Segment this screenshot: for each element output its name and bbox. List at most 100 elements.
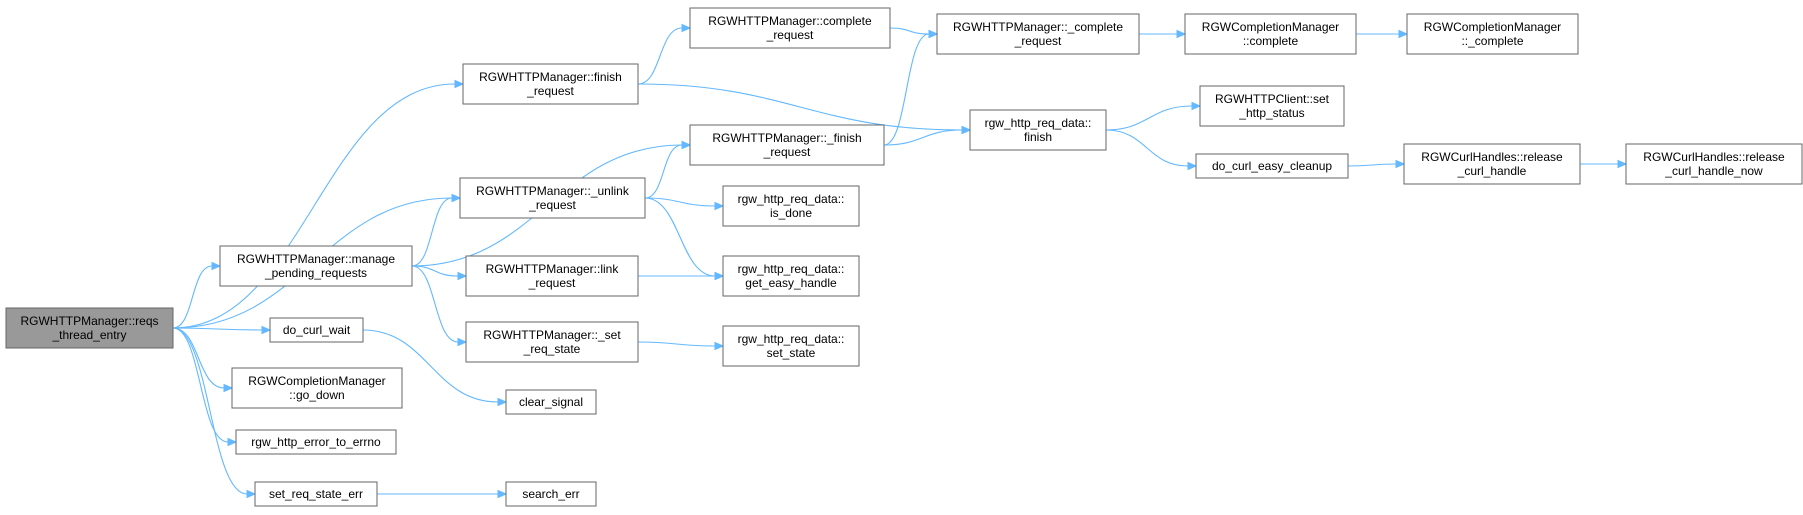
node-box [689,7,891,49]
node-box [231,367,403,409]
node-cm--complete[interactable]: RGWCompletionManager::_complete [1406,13,1579,55]
node-clear-signal[interactable]: clear_signal [505,389,597,415]
node-label: rgw_http_req_data:: [738,192,845,206]
edge-line [883,129,963,146]
edge-reqs-thread-entry-to-finish-request [172,79,465,329]
node-label: _request [766,28,814,42]
node-label: RGWCompletionManager [1202,20,1339,34]
node-complete-request[interactable]: RGWHTTPManager::complete_request [689,7,891,49]
edge-arrowhead [961,125,972,135]
edge-line [172,327,225,389]
node-box [219,245,413,287]
node-box [722,325,860,367]
edge-link-request-to-get-easy-handle [638,271,725,281]
edge-arrowhead [1395,159,1406,169]
node-box [1625,143,1803,185]
node-req-finish[interactable]: rgw_http_req_data::finish [969,109,1107,151]
node-do-curl-wait[interactable]: do_curl_wait [269,317,364,343]
nodes-layer: RGWHTTPManager::reqs_thread_entryRGWHTTP… [5,7,1803,507]
node-link-request[interactable]: RGWHTTPManager::link_request [465,255,639,297]
node-release-curl-handle[interactable]: RGWCurlHandles::release_curl_handle [1403,143,1581,185]
edge-line [1347,163,1397,167]
node-box [722,185,860,227]
node-label: RGWHTTPManager::_set [483,328,621,342]
edge-finish-request-to-complete-request [883,29,939,146]
edge-reqs-thread-entry-to-rgw-http-error-to-errno [172,327,238,447]
node-set-http-status[interactable]: RGWHTTPClient::set_http_status [1199,85,1345,127]
edge-line [637,83,963,131]
edge-manage-pending-to-set-req-state [411,265,468,347]
edge-unlink-request-to-finish-request [644,140,692,199]
edge-arrowhead [1398,29,1409,39]
node-box [462,63,639,105]
node-manage-pending[interactable]: RGWHTTPManager::manage_pending_requests [219,245,413,287]
edges-layer [172,23,1628,499]
edge-arrowhead [211,261,222,271]
node-search-err[interactable]: search_err [505,481,597,507]
edge-finish-request-to-complete-request [637,23,692,85]
node-label: is_done [770,206,812,220]
node-finish-request[interactable]: RGWHTTPManager::finish_request [462,63,639,105]
node-label: rgw_http_req_data:: [738,332,845,346]
edge-arrowhead [714,271,725,281]
node-label: RGWHTTPManager::_finish [712,131,861,145]
node-get-easy-handle[interactable]: rgw_http_req_data::get_easy_handle [722,255,860,297]
node-label: RGWCurlHandles::release [1643,150,1785,164]
node-box [1199,85,1345,127]
edge-line [411,265,459,343]
node-set-req-state-err[interactable]: set_req_state_err [254,481,378,507]
node-reqs-thread-entry[interactable]: RGWHTTPManager::reqs_thread_entry [5,307,174,349]
edge-arrowhead [261,325,272,335]
edge-arrowhead [681,23,692,33]
node-release-curl-handle-now[interactable]: RGWCurlHandles::release_curl_handle_now [1625,143,1803,185]
edge-cm-complete-to-cm--complete [1356,29,1409,39]
edge-line [883,33,930,146]
edge-line [889,27,930,35]
node-unlink-request[interactable]: RGWHTTPManager::_unlink_request [459,177,646,219]
edge-arrowhead [714,341,725,351]
node-do-curl-easy-cleanup[interactable]: do_curl_easy_cleanup [1195,153,1349,179]
edge-release-curl-handle-to-release-curl-handle-now [1580,159,1628,169]
node-label: do_curl_easy_cleanup [1212,159,1332,173]
node-label: _pending_requests [264,266,367,280]
node-complete-request[interactable]: RGWHTTPManager::_complete_request [936,13,1140,55]
edge-line [172,265,213,329]
node-box [1403,143,1581,185]
node-is-done[interactable]: rgw_http_req_data::is_done [722,185,860,227]
edge-line [411,197,453,267]
node-label: rgw_http_req_data:: [738,262,845,276]
node-box [689,124,885,166]
edge-set-req-state-to-set-state [637,341,725,351]
node-label: _curl_handle [1457,164,1527,178]
node-label: ::complete [1243,34,1299,48]
node-finish-request[interactable]: RGWHTTPManager::_finish_request [689,124,885,166]
edge-line [172,83,456,329]
node-label: _request [763,145,811,159]
edge-arrowhead [1187,161,1198,171]
edge-req-finish-to-set-http-status [1105,101,1202,131]
node-label: do_curl_wait [283,323,351,337]
node-label: RGWCompletionManager [1424,20,1561,34]
node-label: rgw_http_error_to_errno [251,435,381,449]
edge-arrowhead [246,489,257,499]
node-cm-complete[interactable]: RGWCompletionManager::complete [1184,13,1357,55]
node-label: RGWHTTPManager::_unlink [476,184,630,198]
node-label: _thread_entry [51,328,126,342]
edge-set-req-state-err-to-search-err [377,489,508,499]
edge-finish-request-to-req-finish [883,125,972,146]
edge-line [172,327,263,331]
node-set-state[interactable]: rgw_http_req_data::set_state [722,325,860,367]
edge-arrowhead [457,337,468,347]
node-box [1184,13,1357,55]
edge-line [637,27,683,85]
node-set-req-state[interactable]: RGWHTTPManager::_set_req_state [465,321,639,363]
node-go-down[interactable]: RGWCompletionManager::go_down [231,367,403,409]
edge-do-curl-easy-cleanup-to-release-curl-handle [1347,159,1406,169]
edge-manage-pending-to-unlink-request [411,193,462,267]
node-rgw-http-error-to-errno[interactable]: rgw_http_error_to_errno [235,429,397,455]
edge-line [411,265,459,277]
node-box [969,109,1107,151]
node-label: RGWHTTPManager::complete [708,14,872,28]
node-label: set_req_state_err [269,487,363,501]
